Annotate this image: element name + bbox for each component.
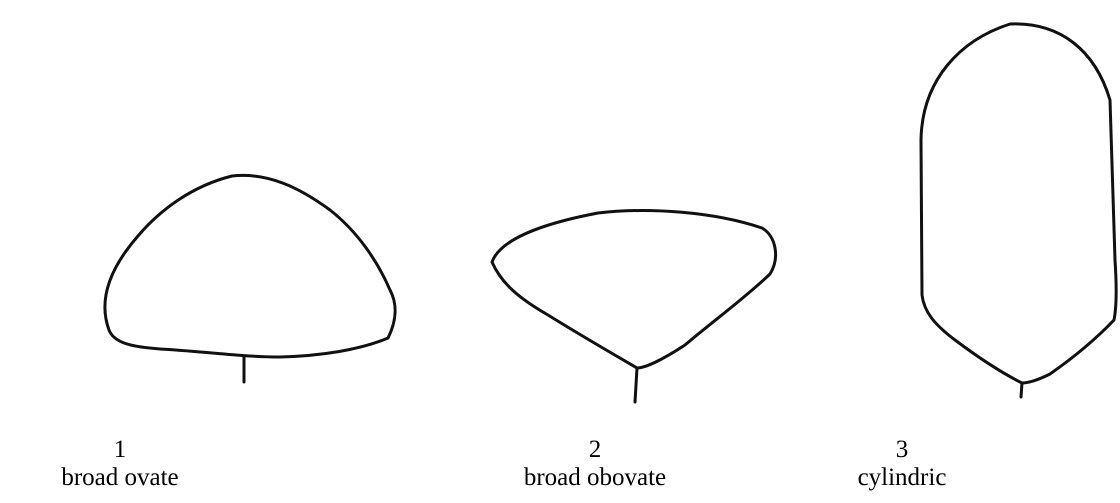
shape-cylindric: [921, 24, 1116, 397]
broad-obovate-outline: [492, 211, 776, 368]
shape-broad-ovate: [105, 175, 395, 382]
shape-number-3: 3: [762, 436, 1042, 464]
shape-broad-obovate: [492, 211, 776, 402]
shape-name-2: broad obovate: [475, 464, 715, 492]
cylindric-outline: [921, 24, 1116, 383]
shape-name-3: cylindric: [762, 464, 1042, 492]
shape-label-2: 2 broad obovate: [475, 436, 715, 492]
shape-label-3: 3 cylindric: [762, 436, 1042, 492]
cylindric-stalk: [1021, 383, 1022, 397]
shape-label-1: 1 broad ovate: [0, 436, 240, 492]
broad-obovate-stalk: [635, 368, 637, 402]
shape-number-1: 1: [0, 436, 240, 464]
shape-number-2: 2: [475, 436, 715, 464]
shape-name-1: broad ovate: [0, 464, 240, 492]
broad-ovate-outline: [105, 175, 395, 357]
